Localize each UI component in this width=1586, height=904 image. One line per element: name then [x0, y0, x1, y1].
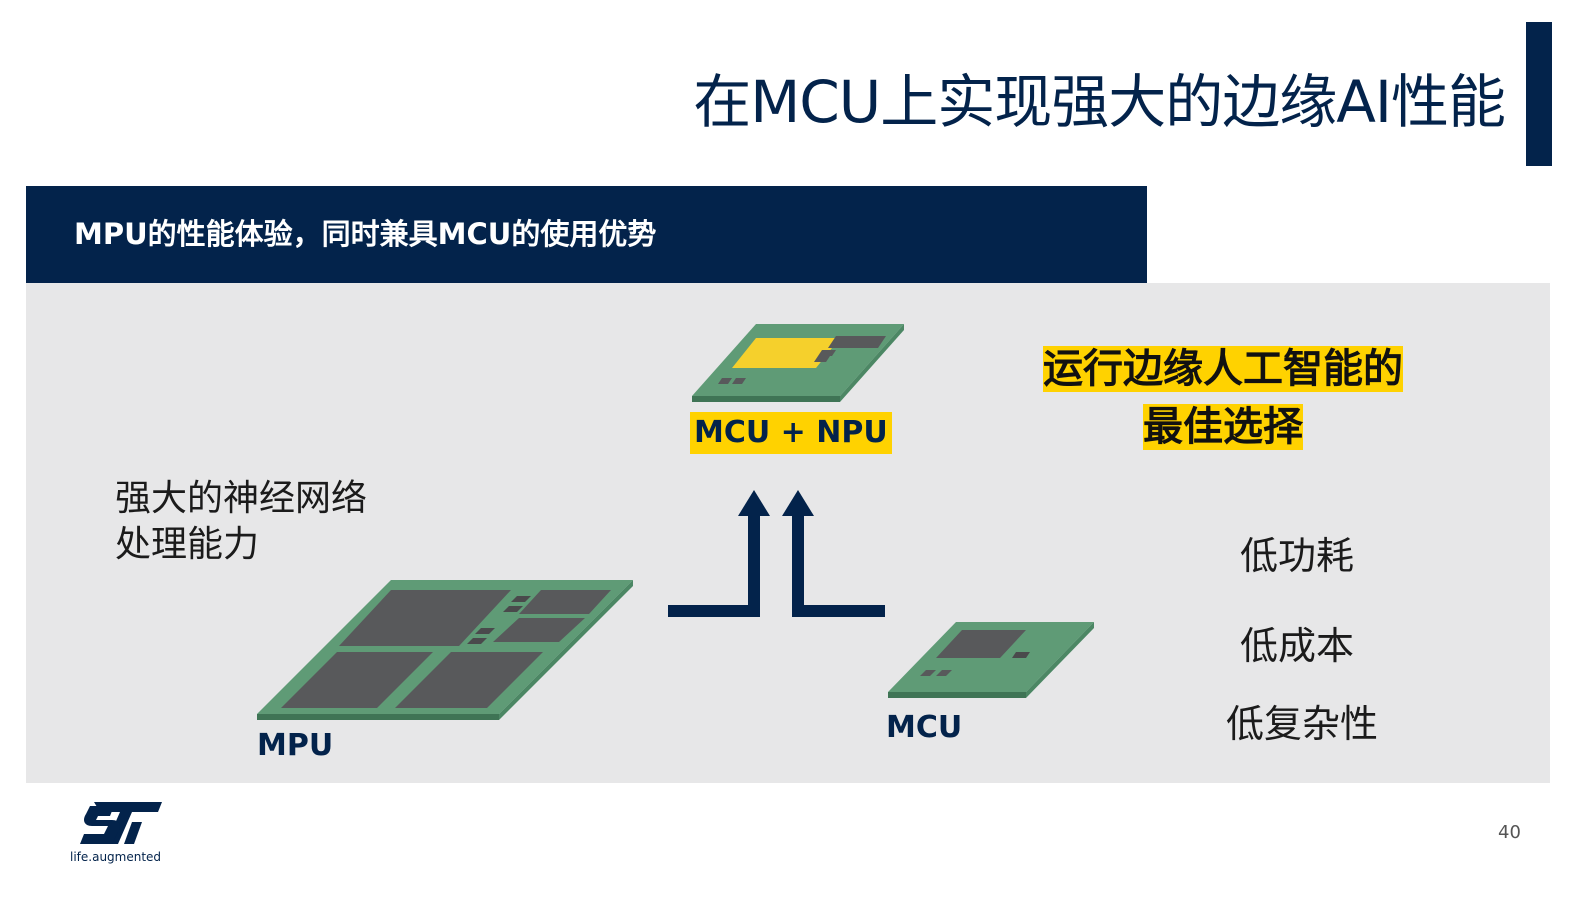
title-accent-bar	[1526, 22, 1552, 166]
neural-processing-text: 强大的神经网络 处理能力	[115, 476, 367, 568]
highlight-line-1: 运行边缘人工智能的	[1043, 340, 1403, 398]
highlight-block: 运行边缘人工智能的 最佳选择	[1018, 340, 1428, 456]
mcu-board-icon	[888, 622, 1094, 698]
st-logo: ST life.augmented	[70, 798, 170, 868]
st-logo-tagline: life.augmented	[70, 850, 162, 864]
mcu-label: MCU	[886, 710, 963, 745]
mpu-label: MPU	[257, 728, 334, 763]
st-logo-mark-icon: ST	[80, 802, 162, 844]
highlight-line-2: 最佳选择	[1143, 398, 1303, 456]
banner-text: MPU的性能体验，同时兼具MCU的使用优势	[74, 217, 657, 251]
neural-line-2: 处理能力	[115, 524, 260, 565]
mcu-npu-label: MCU + NPU	[690, 412, 892, 454]
slide-title: 在MCU上实现强大的边缘AI性能	[693, 68, 1506, 136]
benefit-low-cost: 低成本	[1240, 624, 1355, 668]
upgrade-arrows-icon	[668, 490, 885, 617]
mpu-board-icon	[257, 580, 633, 720]
benefit-low-complexity: 低复杂性	[1226, 702, 1379, 746]
highlight-text-2: 最佳选择	[1143, 404, 1303, 450]
neural-line-1: 强大的神经网络	[115, 478, 368, 519]
page-number: 40	[1498, 822, 1521, 843]
benefit-low-power: 低功耗	[1240, 534, 1355, 578]
subtitle-banner: MPU的性能体验，同时兼具MCU的使用优势	[26, 186, 1147, 283]
highlight-text-1: 运行边缘人工智能的	[1043, 346, 1403, 392]
mcu-npu-board-icon	[692, 324, 904, 402]
